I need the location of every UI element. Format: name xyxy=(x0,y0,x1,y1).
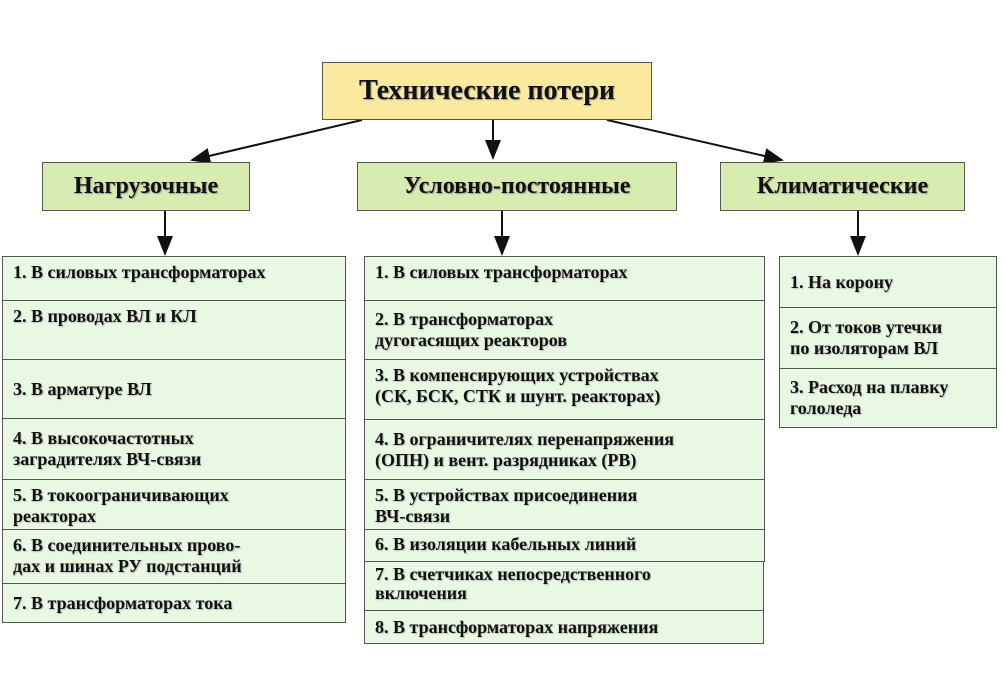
title-text: Технические потери xyxy=(358,75,616,106)
constant-item-2: 2. В трансформаторах дугогасящих реактор… xyxy=(364,300,765,360)
load-item-4: 4. В высокочастотных заградителях ВЧ-свя… xyxy=(2,418,346,480)
load-item-7: 7. В трансформаторах тока xyxy=(2,583,346,623)
arrow-title-to-load xyxy=(190,119,363,164)
constant-item-3: 3. В компенсирующих устройствах (СК, БСК… xyxy=(364,359,765,420)
arrow-title-to-climate xyxy=(606,119,784,164)
climate-item-3: 3. Расход на плавку гололеда xyxy=(779,368,997,428)
load-item-1: 1. В силовых трансформаторах xyxy=(2,256,346,301)
category-climate: Климатические xyxy=(720,162,965,211)
load-item-5: 5. В токоограничивающих реакторах xyxy=(2,479,346,530)
load-item-2: 2. В проводах ВЛ и КЛ xyxy=(2,300,346,360)
category-constant: Условно-постоянные xyxy=(357,162,677,211)
load-item-6: 6. В соединительных прово- дах и шинах Р… xyxy=(2,529,346,584)
climate-item-2: 2. От токов утечки по изоляторам ВЛ xyxy=(779,307,997,369)
category-constant-label: Условно-постоянные xyxy=(403,173,631,199)
constant-item-1: 1. В силовых трансформаторах xyxy=(364,256,765,301)
constant-item-6: 6. В изоляции кабельных линий xyxy=(364,529,765,562)
constant-item-8: 8. В трансформаторах напряжения xyxy=(364,610,764,644)
load-item-3: 3. В арматуре ВЛ xyxy=(2,359,346,419)
constant-item-5: 5. В устройствах присоединения ВЧ-связи xyxy=(364,479,765,530)
category-load: Нагрузочные xyxy=(42,162,250,211)
constant-item-7: 7. В счетчиках непосредственного включен… xyxy=(364,561,764,611)
category-climate-label: Климатические xyxy=(756,173,929,199)
constant-item-4: 4. В ограничителях перенапряжения (ОПН) … xyxy=(364,419,765,480)
category-load-label: Нагрузочные xyxy=(73,173,219,199)
title-box: Технические потери xyxy=(322,62,652,120)
climate-item-1: 1. На корону xyxy=(779,256,997,308)
